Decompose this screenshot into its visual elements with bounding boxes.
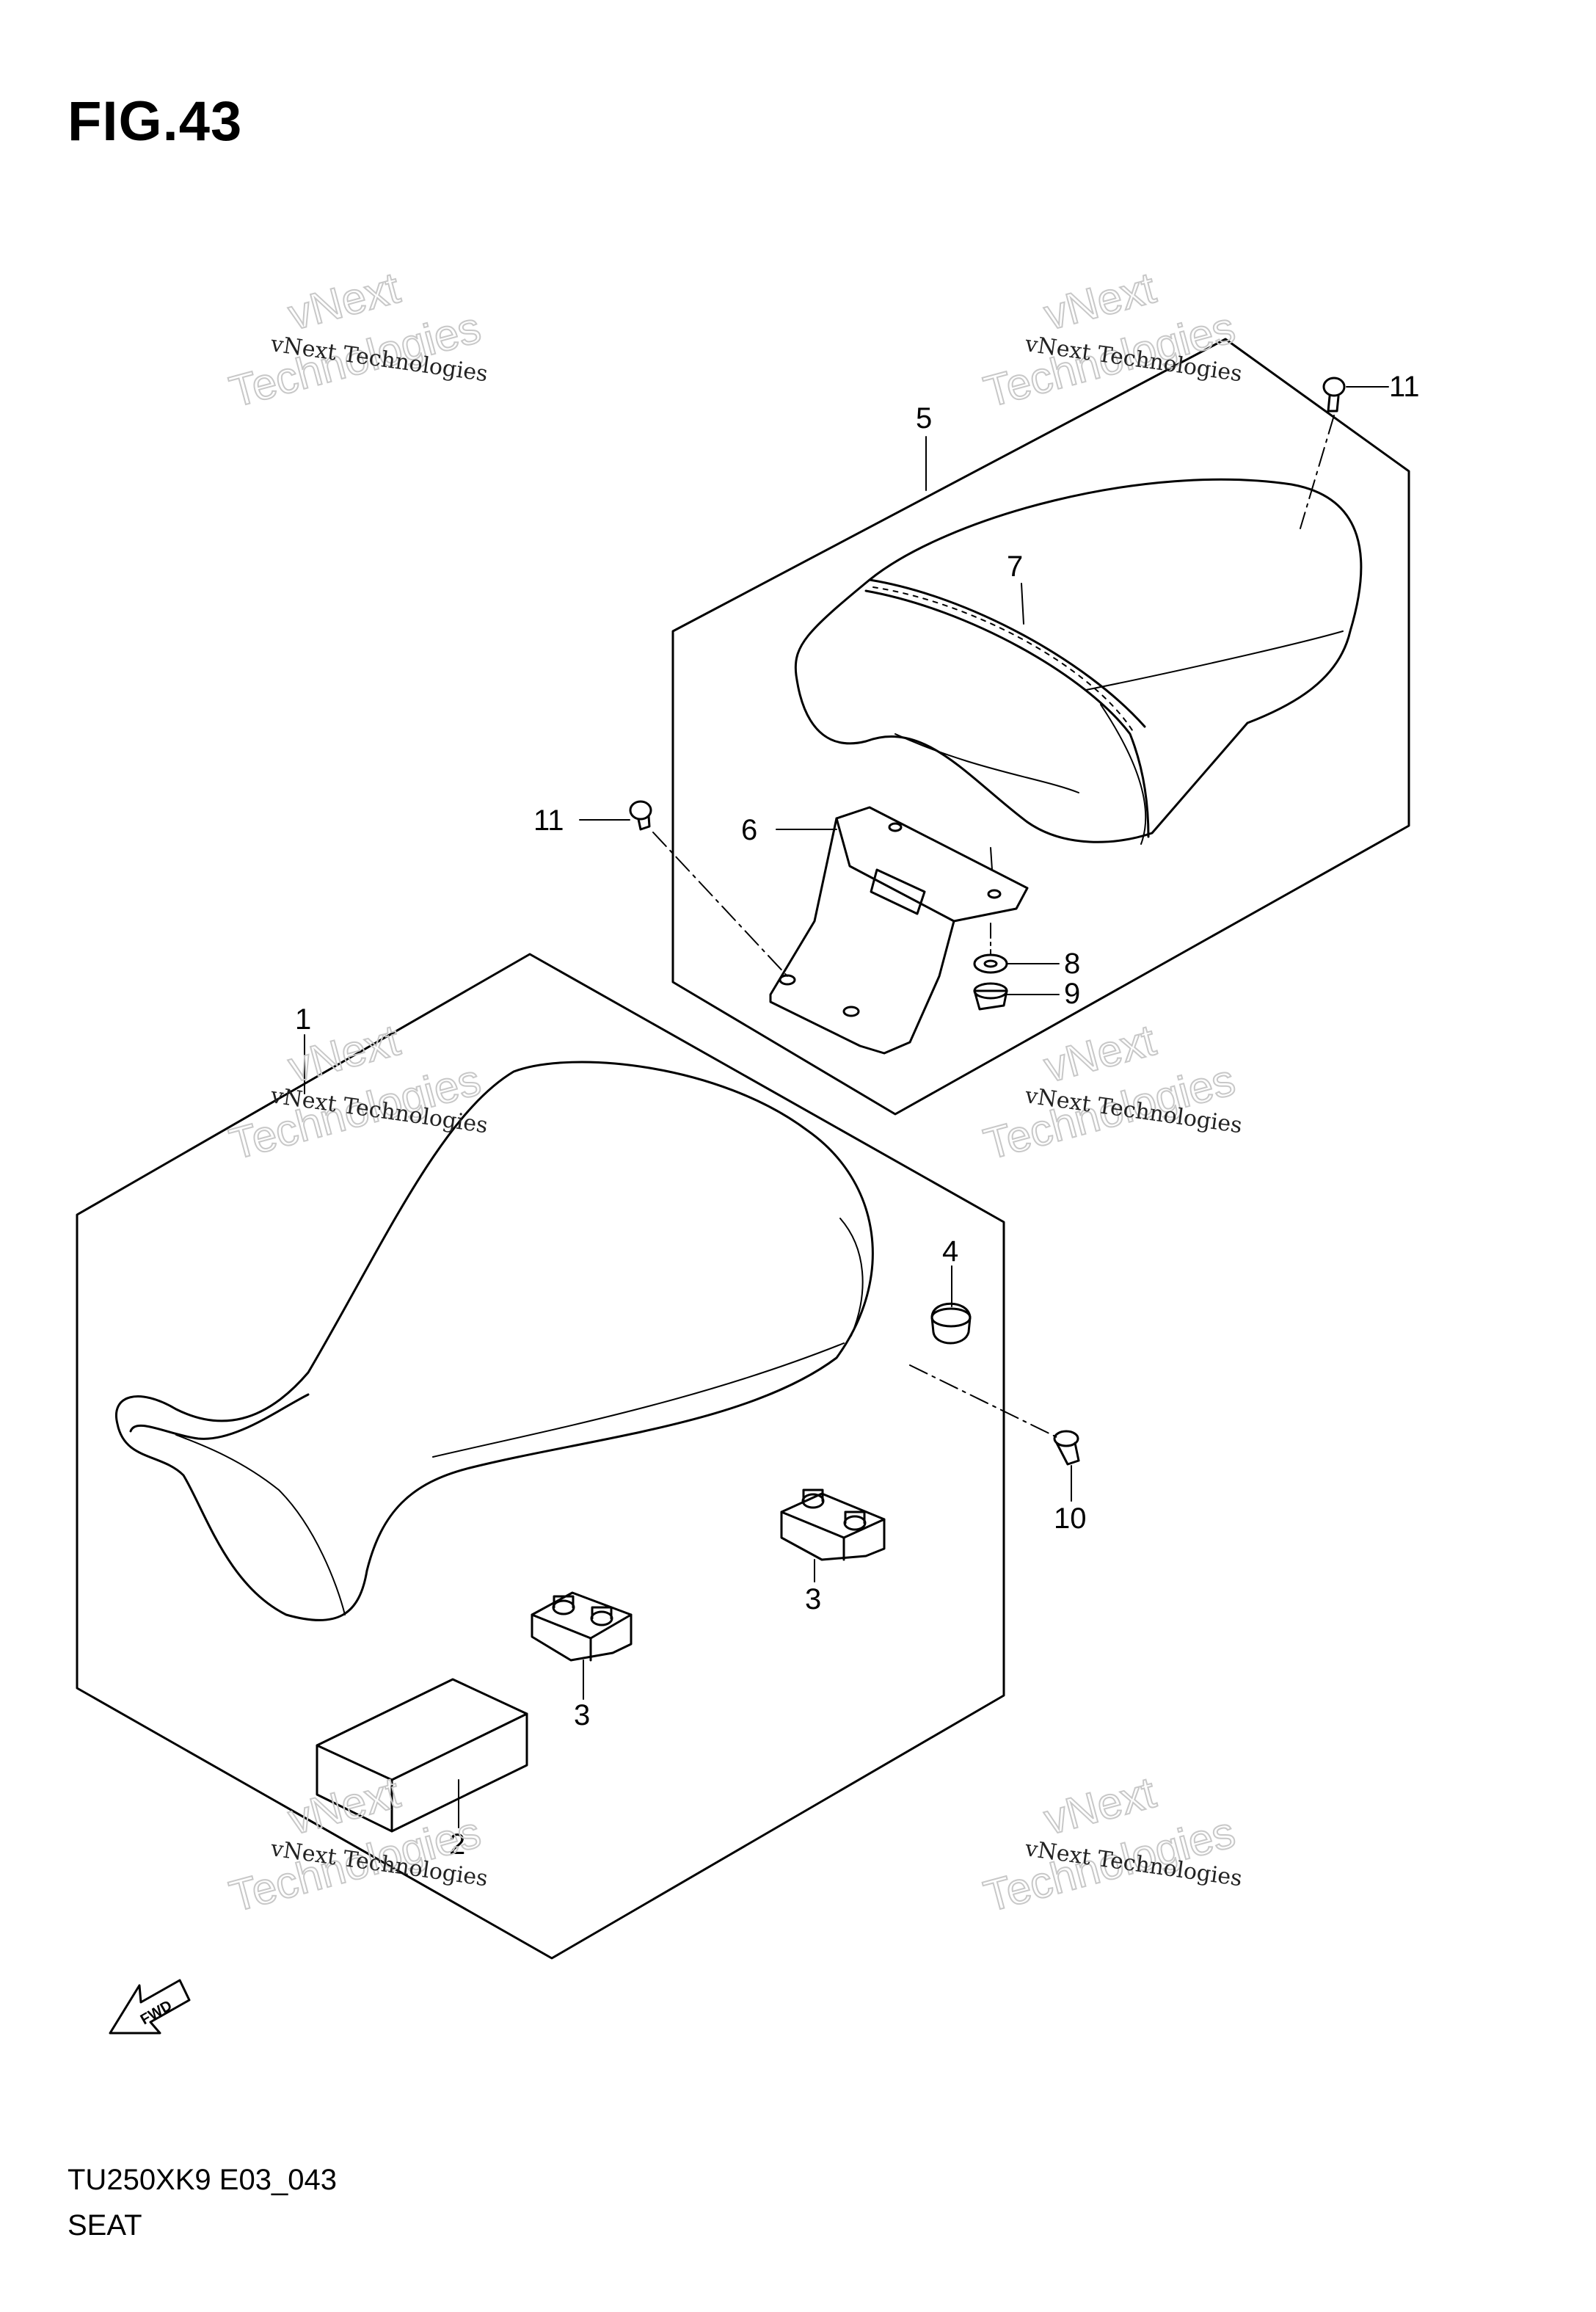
bolt-part-10 xyxy=(1053,1430,1080,1466)
callout-3-left: 3 xyxy=(574,1699,590,1731)
washer-part-8 xyxy=(973,953,1008,974)
callout-11-top: 11 xyxy=(1389,371,1420,403)
seat-stopper-part-3-left xyxy=(531,1591,633,1662)
callout-7: 7 xyxy=(1007,550,1023,583)
assembly-line-top-bolt xyxy=(1300,415,1335,529)
callout-6: 6 xyxy=(741,814,757,846)
leader-line-7 xyxy=(1021,583,1024,625)
callout-4: 4 xyxy=(942,1235,958,1268)
callout-9: 9 xyxy=(1064,978,1080,1010)
bolt-part-11-top xyxy=(1322,377,1346,412)
callout-1: 1 xyxy=(295,1003,311,1036)
figure-title: FIG.43 xyxy=(68,90,243,153)
watermark-bottom-left: vNext Technologies vNext Technologies xyxy=(224,1767,489,1922)
watermark-bottom-right: vNext Technologies vNext Technologies xyxy=(978,1767,1244,1922)
watermark-middle-left: vNext Technologies vNext Technologies xyxy=(224,1014,489,1169)
fwd-arrow-icon xyxy=(109,1979,191,2035)
front-seat-group-outline xyxy=(76,953,1005,1960)
callout-10: 10 xyxy=(1054,1502,1087,1535)
bolt-part-11-left xyxy=(629,800,652,831)
cushion-part-9 xyxy=(973,982,1008,1011)
watermark-top-left: vNext Technologies vNext Technologies xyxy=(224,262,489,417)
rear-seat-part-7 xyxy=(794,478,1363,870)
callout-3-right: 3 xyxy=(805,1583,821,1615)
callout-8: 8 xyxy=(1064,948,1080,980)
foam-block-part-2 xyxy=(316,1678,528,1833)
watermark-top-right: vNext Technologies vNext Technologies xyxy=(978,262,1244,417)
callout-5: 5 xyxy=(916,402,932,435)
rubber-cushion-part-4 xyxy=(930,1302,972,1345)
diagram-code: TU250XK9 E03_043 xyxy=(68,2164,337,2196)
seat-stopper-part-3-right xyxy=(780,1488,886,1561)
callout-11-left: 11 xyxy=(533,804,564,837)
callout-2: 2 xyxy=(449,1828,465,1861)
front-seat-part-1 xyxy=(115,1061,874,1621)
watermark-middle-right: vNext Technologies vNext Technologies xyxy=(978,1014,1244,1169)
assembly-line-front-bolt xyxy=(909,1364,1057,1438)
diagram-name: SEAT xyxy=(68,2209,142,2242)
rear-seat-group-outline xyxy=(671,338,1410,1116)
seat-bracket-part-6 xyxy=(769,806,1029,1055)
